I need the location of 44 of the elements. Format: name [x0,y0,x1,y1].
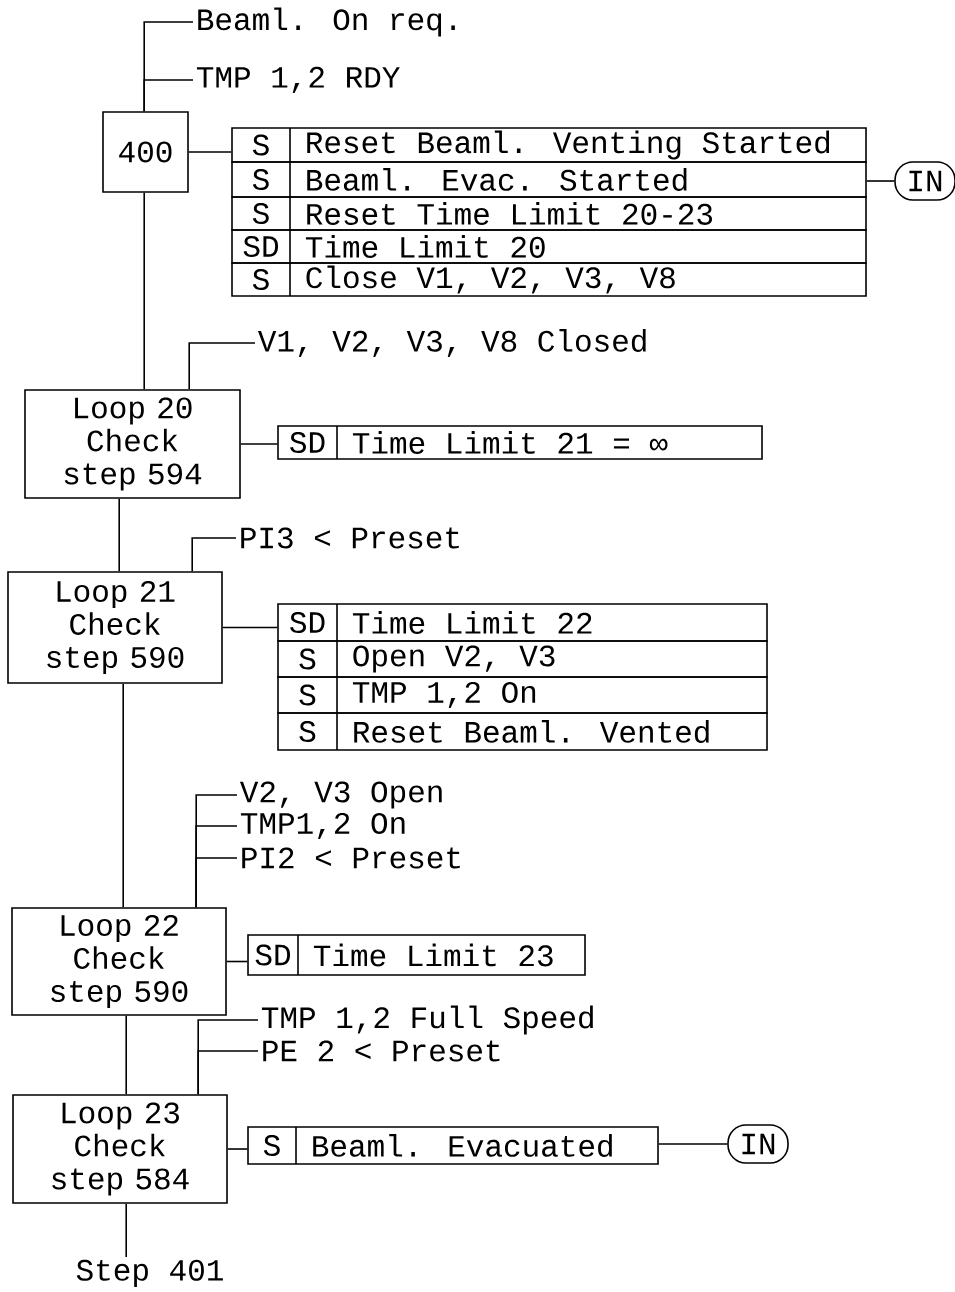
action-row: SD Time Limit 22 [277,603,768,642]
condition-text: PE 2 < Preset [263,1040,500,1062]
condition-text: PI2 < Preset [242,847,460,869]
connector-line [222,626,278,629]
condition-text: TMP 1,2 Full Speed [261,1005,593,1035]
action-row: SD Time Limit 23 [247,934,586,976]
action-row: S Reset Beaml. Vented [277,712,768,751]
action-row: S Beaml. Evacuated [247,1126,659,1165]
action-row: S Open V2, V3 [277,640,768,678]
connector-line [188,342,256,390]
connector-line [125,1203,127,1258]
connector-line [658,1143,728,1145]
step-box: Loop 22 Check step 590 [11,907,227,1016]
connector-line [191,537,237,572]
condition-text: PI3 < Preset [241,527,459,549]
condition-text: TMP1,2 On [240,812,405,840]
connector-line [240,443,278,445]
connector-line [866,180,895,182]
action-row: S Close V1, V2, V3, V8 [231,262,867,297]
connector-line [226,960,248,963]
condition-text: TMP 1,2 RDY [196,66,400,94]
connector-line [122,683,124,908]
step-box: Loop 20 Check step 594 [24,389,241,499]
step-box: 400 [102,111,189,193]
connector-line [227,1148,248,1150]
connector-line [143,192,145,390]
action-row: SD Time Limit 20 [231,229,867,264]
condition-text: V2, V3 Open [239,781,442,809]
connector-line [188,151,232,153]
action-row: S Reset Beaml. Venting Started [231,127,867,163]
step-label: Step 401 [76,1259,223,1287]
connector-line [143,79,194,112]
step-box: Loop 23 Check step 584 [12,1094,228,1204]
condition-text: V1, V2, V3, V8 Closed [257,329,646,357]
connector-line [197,1050,259,1095]
condition-text: Beaml. On req. [198,7,455,37]
connector-line [125,1015,127,1095]
action-row: S TMP 1,2 On [277,676,768,714]
action-row: S Reset Time Limit 20-23 [231,196,867,231]
connector-line [118,498,120,572]
step-box: Loop 21 Check step 590 [7,571,223,684]
action-row: SD Time Limit 21 = ∞ [277,425,763,460]
action-row: S Beaml. Evac. Started [231,161,867,198]
connector-line [195,857,238,908]
